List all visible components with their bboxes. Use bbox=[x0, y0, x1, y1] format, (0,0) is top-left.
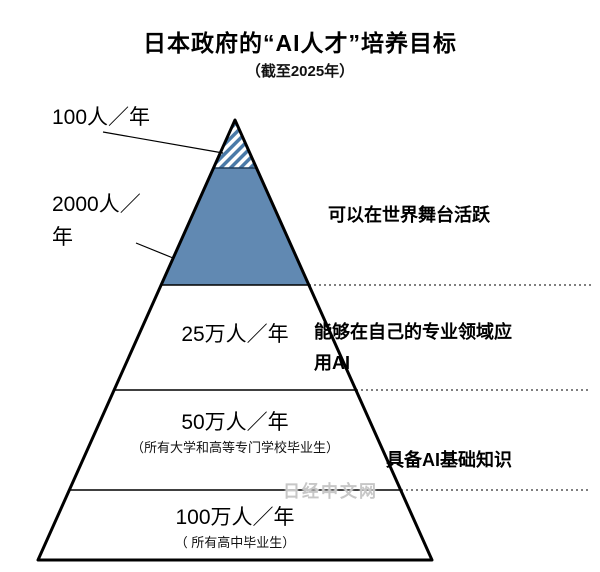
chart-subtitle: （截至2025年） bbox=[245, 63, 355, 80]
tier-label-500k: 50万人／年 bbox=[181, 411, 289, 434]
tier-2000-fill bbox=[161, 120, 309, 285]
pyramid-outline bbox=[36, 118, 434, 562]
tier-label-250k: 25万人／年 bbox=[181, 323, 289, 346]
tier-label-100: 100人／年 bbox=[52, 106, 151, 129]
tier-label-2000: 2000人／年 bbox=[52, 193, 141, 249]
tier-label-1m: 100万人／年 bbox=[175, 506, 295, 529]
watermark: 日经中文网 bbox=[283, 482, 378, 501]
tier-note-500k: （所有大学和高等专门学校毕业生） bbox=[130, 440, 340, 455]
annotation-world-stage: 可以在世界舞台活跃 bbox=[328, 205, 490, 225]
tier-note-1m: （ 所有高中毕业生） bbox=[174, 535, 296, 550]
connector-line-100 bbox=[102, 131, 224, 154]
chart-title: 日本政府的“AI人才”培养目标 bbox=[143, 30, 457, 56]
annotation-basic-ai-knowledge: 具备AI基础知识 bbox=[386, 450, 512, 470]
connector-line-2000 bbox=[135, 242, 174, 259]
tier-100-hatch bbox=[213, 120, 257, 168]
annotation-apply-ai: 能够在自己的专业领域应用AI bbox=[314, 322, 512, 373]
